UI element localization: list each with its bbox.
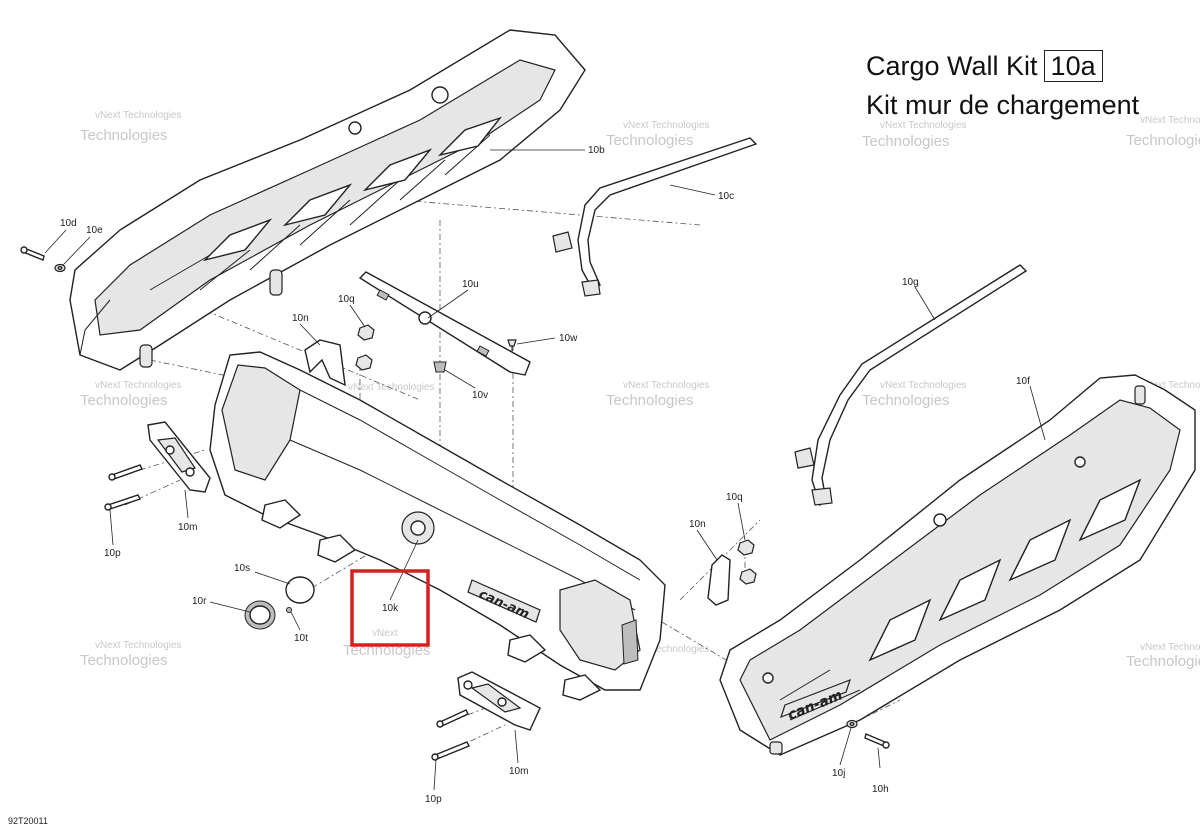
screw-10d xyxy=(20,246,45,261)
callout-10b: 10b xyxy=(588,145,605,156)
screw-10h xyxy=(864,733,890,749)
svg-text:vNext Technologies: vNext Technologies xyxy=(623,120,710,131)
watermark: vNext Technologies Technologies xyxy=(606,380,710,409)
callout-10n-right: 10n xyxy=(689,519,706,530)
svg-text:Technologies: Technologies xyxy=(862,133,950,150)
watermark: vNext Technologies xyxy=(1140,380,1200,391)
center-cargo-wall-body: can-am xyxy=(209,351,666,701)
callout-10n-left: 10n xyxy=(292,313,309,324)
watermark: vNext Technologies xyxy=(623,644,710,655)
callout-10p-bottom: 10p xyxy=(425,794,442,805)
callout-10f: 10f xyxy=(1016,376,1030,387)
watermark: vNext Technologies xyxy=(348,382,435,393)
leader-lines xyxy=(44,149,1046,791)
callout-10c: 10c xyxy=(718,191,734,202)
callout-10j: 10j xyxy=(832,768,845,779)
nut-10q-left xyxy=(357,324,375,341)
callout-10t: 10t xyxy=(294,633,308,644)
watermark: vNext Technologies Technologies xyxy=(1126,642,1200,670)
callout-10g: 10g xyxy=(902,277,919,288)
svg-text:vNext Technologies: vNext Technologies xyxy=(880,380,967,391)
svg-text:Technologies: Technologies xyxy=(80,127,168,144)
svg-text:Technologies: Technologies xyxy=(80,652,168,669)
bracket-10n-left xyxy=(304,339,346,387)
screw-10w xyxy=(507,339,517,352)
watermark: vNext Technologies Technologies xyxy=(80,110,182,144)
bolt-10p-left-1 xyxy=(108,464,143,481)
highlight-box xyxy=(350,569,430,647)
callout-10u: 10u xyxy=(462,279,479,290)
callout-10q-right: 10q xyxy=(726,492,743,503)
svg-text:vNext Technologies: vNext Technologies xyxy=(623,644,710,655)
latch-10m-bottom xyxy=(457,671,541,731)
nut-10q-right xyxy=(737,539,755,556)
bracket-10n-right xyxy=(707,554,731,606)
emblem-10r xyxy=(244,600,276,630)
svg-text:vNext Technologies: vNext Technologies xyxy=(1140,380,1200,391)
svg-text:vNext Technologies: vNext Technologies xyxy=(1140,115,1200,126)
svg-text:vNext Technologies: vNext Technologies xyxy=(95,110,182,121)
callout-10w: 10w xyxy=(559,333,578,344)
bolt-10p-left-2 xyxy=(104,494,141,511)
svg-text:vNext Technologies: vNext Technologies xyxy=(348,382,435,393)
svg-text:Technologies: Technologies xyxy=(1126,653,1200,670)
svg-text:Technologies: Technologies xyxy=(862,392,950,409)
callout-10v: 10v xyxy=(472,390,488,401)
right-rail xyxy=(794,264,1028,507)
callout-10k: 10k xyxy=(382,603,399,614)
callout-10h: 10h xyxy=(872,784,889,795)
kit-reference-box: 10a xyxy=(1043,50,1103,82)
svg-text:vNext Technologies: vNext Technologies xyxy=(880,120,967,131)
title-english: Cargo Wall Kit xyxy=(866,51,1038,81)
watermark: vNext Technologies Technologies xyxy=(80,640,182,669)
upper-rail xyxy=(552,137,758,297)
bracket-strip xyxy=(358,271,531,376)
plug-10v xyxy=(433,361,447,373)
watermark: vNext Technologies Technologies xyxy=(80,380,182,409)
document-code: 92T20011 xyxy=(8,816,48,826)
callout-10e: 10e xyxy=(86,225,103,236)
right-cargo-wall-panel: can-am xyxy=(719,374,1196,756)
washer-10e xyxy=(54,263,66,273)
callout-10m-left: 10m xyxy=(178,522,197,533)
svg-text:vNext Technologies: vNext Technologies xyxy=(1140,642,1200,653)
callout-10q-left: 10q xyxy=(338,294,355,305)
callout-10s: 10s xyxy=(234,563,250,574)
nut-10q-right-2 xyxy=(739,568,757,585)
bolt-10p-bottom-1 xyxy=(436,709,469,728)
bolt-10p-bottom-2 xyxy=(431,741,470,761)
callout-10m-bottom: 10m xyxy=(509,766,528,777)
nut-10q-extra xyxy=(355,354,373,371)
screw-10t xyxy=(286,607,292,613)
watermark: vNext Technologies Technologies xyxy=(1126,115,1200,149)
callout-10d: 10d xyxy=(60,218,77,229)
svg-text:Technologies: Technologies xyxy=(1126,132,1200,149)
svg-text:Technologies: Technologies xyxy=(80,392,168,409)
svg-text:vNext Technologies: vNext Technologies xyxy=(623,380,710,391)
watermarks: vNext Technologies Technologies vNext Te… xyxy=(80,110,1200,670)
watermark: vNext Technologies Technologies xyxy=(862,120,967,150)
svg-text:Technologies: Technologies xyxy=(606,132,694,149)
watermark: vNext Technologies Technologies xyxy=(862,380,967,409)
diagram-title-french: Kit mur de chargement xyxy=(866,90,1140,120)
callout-10r: 10r xyxy=(192,596,207,607)
callout-labels: 10b 10c 10d 10e 10f 10g 10h 10j 10k 10m … xyxy=(60,145,1030,805)
left-cargo-wall-panel xyxy=(69,29,586,371)
svg-text:vNext Technologies: vNext Technologies xyxy=(95,380,182,391)
latch-10m-left xyxy=(147,421,211,493)
svg-text:Technologies: Technologies xyxy=(606,392,694,409)
washer-10j xyxy=(846,719,858,729)
watermark: vNext Technologies Technologies xyxy=(606,120,710,149)
cover-10s xyxy=(285,576,315,604)
svg-text:vNext: vNext xyxy=(372,628,398,639)
callout-10p-left: 10p xyxy=(104,548,121,559)
svg-text:vNext Technologies: vNext Technologies xyxy=(95,640,182,651)
